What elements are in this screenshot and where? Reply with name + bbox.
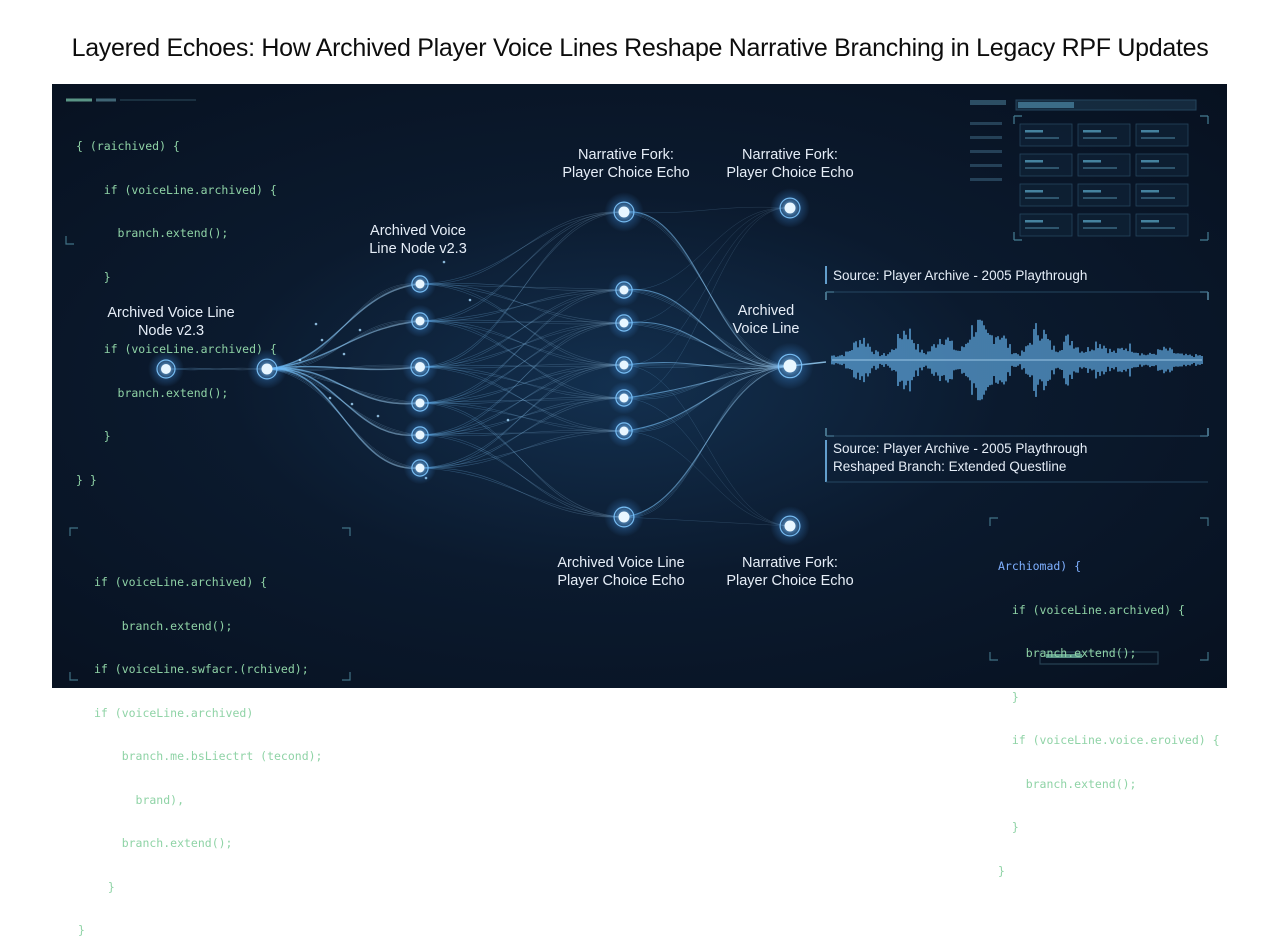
code-line: branch.extend(); (998, 776, 1137, 791)
code-line: branch.extend(); (94, 618, 233, 633)
waveform-panel (825, 266, 1209, 483)
label-left-node: Archived Voice Line Node v2.3 (96, 304, 246, 340)
code-line: } (78, 923, 85, 937)
code-line: } (998, 820, 1019, 834)
label-archived-right: Archived Voice Line (714, 302, 818, 338)
code-line: if (voiceLine.archived) { (76, 182, 277, 197)
label-line: Line Node v2.3 (369, 241, 467, 257)
code-line: } (998, 689, 1019, 704)
code-block-top-left: { (raichived) { if (voiceLine.archived) … (76, 110, 277, 502)
code-line: if (voiceLine.archived) { (998, 602, 1185, 617)
label-line: Player Choice Echo (557, 573, 685, 589)
branching-diagram (65, 98, 1209, 681)
label-line: Narrative Fork: (742, 555, 838, 571)
label-line: Player Choice Echo (726, 573, 854, 589)
code-line: brand), (94, 792, 185, 807)
code-line: branch.extend(); (76, 226, 229, 240)
code-line: branch.extend(); (94, 836, 233, 850)
code-block-bottom-right: Archiomad) { if (voiceLine.archived) { b… (998, 530, 1220, 893)
label-line: Node v2.3 (137, 323, 205, 339)
code-line: } (76, 269, 111, 284)
label-fork-top-1: Narrative Fork: Player Choice Echo (552, 146, 700, 182)
page-title: Layered Echoes: How Archived Player Voic… (71, 34, 1209, 62)
label-line: Archived Voice Line (557, 555, 685, 571)
waveform-source-label: Source: Player Archive - 2005 Playthroug… (833, 268, 1088, 283)
label-line: Voice Line (732, 321, 800, 337)
label-line: Player Choice Echo (562, 165, 690, 181)
label-line: Archived Voice Line (107, 305, 235, 321)
code-line: } } (76, 472, 97, 487)
label-line: Player Choice Echo (726, 165, 854, 181)
code-line: if (voiceLine.voice.eroived) { (998, 733, 1220, 747)
branch-strands (165, 206, 827, 527)
code-block-bottom-left: if (voiceLine.archived) { branch.extend(… (78, 546, 323, 952)
code-line: } (76, 429, 111, 443)
code-line: } (998, 863, 1005, 878)
code-line: branch.extend(); (998, 646, 1137, 660)
nodes (148, 188, 814, 546)
audio-waveform (831, 319, 1203, 401)
label-bottom-1: Archived Voice Line Player Choice Echo (546, 554, 696, 590)
label-fork-top-2: Narrative Fork: Player Choice Echo (716, 146, 864, 182)
info-line: Reshaped Branch: Extended Questline (833, 459, 1067, 474)
code-line: branch.me.bsLiectrt (tecond); (94, 749, 323, 763)
label-line: Narrative Fork: (578, 147, 674, 163)
code-line: } (94, 879, 115, 894)
code-line: if (voiceLine.archived) { (94, 575, 268, 589)
info-line: Source: Player Archive - 2005 Playthroug… (833, 441, 1088, 456)
code-line: if (voiceLine.swfacr.(rchived); (94, 662, 309, 676)
frame-decor (65, 98, 1209, 681)
label-mid-node: Archived Voice Line Node v2.3 (348, 222, 488, 258)
code-line: { (raichived) { (76, 139, 180, 153)
code-line: branch.extend(); (76, 385, 229, 400)
code-line: Archiomad) { (998, 559, 1082, 573)
dashboard-grid (970, 99, 1209, 241)
waveform-info: Source: Player Archive - 2005 Playthroug… (833, 440, 1087, 476)
label-line: Archived (737, 303, 795, 319)
code-line: if (voiceLine.archived) { (76, 342, 277, 356)
label-bottom-2: Narrative Fork: Player Choice Echo (716, 554, 864, 590)
label-line: Narrative Fork: (742, 147, 838, 163)
code-line: if (voiceLine.archived) (94, 705, 254, 720)
label-line: Archived Voice (370, 223, 466, 239)
